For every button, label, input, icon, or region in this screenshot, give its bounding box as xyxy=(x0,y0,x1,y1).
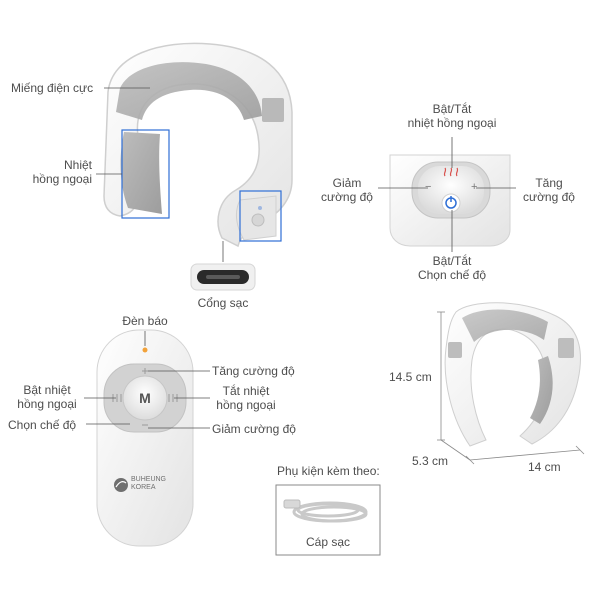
dimension-lines xyxy=(437,311,585,465)
label-infrared-heat-line2: hồng ngoại xyxy=(32,172,92,186)
label-remote-select-mode: Chọn chế độ xyxy=(8,418,77,432)
label-remote-infrared-on: Bật nhiệt hồng ngoại xyxy=(10,383,84,411)
plus-icon: + xyxy=(471,181,478,193)
dimension-width: 14 cm xyxy=(528,460,561,474)
label-increase-line1: Tăng xyxy=(535,176,563,190)
minus-icon: − xyxy=(425,181,432,193)
label-remote-infrared-on-line2: hồng ngoại xyxy=(17,397,77,411)
label-increase-intensity: Tăng cường độ xyxy=(516,176,582,204)
remote-control xyxy=(96,329,194,547)
label-electrode-pad: Miếng điện cực xyxy=(11,81,94,95)
charging-cable xyxy=(283,499,368,523)
label-remote-increase: Tăng cường độ xyxy=(212,364,295,378)
button-panel-highlight-box xyxy=(239,190,282,242)
label-infrared-heat: Nhiệt hồng ngoại xyxy=(22,158,92,186)
label-remote-infrared-off-line2: hồng ngoại xyxy=(216,398,276,412)
brand-line1: BUHEUNG xyxy=(131,476,167,483)
label-power-line2: Chọn chế độ xyxy=(417,268,487,282)
accessories-cable-label: Cáp sạc xyxy=(305,535,351,549)
label-remote-infrared-off: Tắt nhiệt hồng ngoại xyxy=(210,384,282,412)
brand-logo-text: BUHEUNG KOREA xyxy=(131,476,166,492)
label-remote-infrared-off-line1: Tắt nhiệt xyxy=(222,384,270,398)
dimension-height: 14.5 cm xyxy=(389,370,432,384)
dimension-depth: 5.3 cm xyxy=(412,454,449,468)
accessories-box xyxy=(275,484,381,556)
label-increase-line2: cường độ xyxy=(523,190,575,204)
label-power-line1: Bật/Tắt xyxy=(432,254,472,268)
label-charging-port: Cổng sạc xyxy=(197,296,249,310)
neck-massager-main xyxy=(103,42,293,248)
label-toggle-infrared: Bật/Tắt nhiệt hồng ngoại xyxy=(392,102,512,130)
label-remote-infrared-on-line1: Bật nhiệt xyxy=(23,383,71,397)
accessories-title: Phụ kiện kèm theo: xyxy=(277,464,380,478)
label-power-mode: Bật/Tắt Chọn chế độ xyxy=(398,254,506,282)
label-decrease-line2: cường độ xyxy=(321,190,373,204)
brand-line2: KOREA xyxy=(131,484,156,491)
label-decrease-intensity: Giảm cường độ xyxy=(316,176,378,204)
label-infrared-heat-line1: Nhiệt xyxy=(63,158,92,172)
label-decrease-line1: Giảm xyxy=(332,176,362,190)
label-toggle-infrared-line1: Bật/Tắt xyxy=(432,102,472,116)
label-toggle-infrared-line2: nhiệt hồng ngoại xyxy=(407,116,497,130)
mode-button-m: M xyxy=(139,390,151,406)
button-panel-closeup xyxy=(389,154,511,247)
usb-c-port xyxy=(190,263,256,291)
label-indicator-light: Đèn báo xyxy=(122,314,168,328)
label-remote-decrease: Giảm cường độ xyxy=(212,422,296,436)
neck-massager-side-view xyxy=(444,302,581,447)
